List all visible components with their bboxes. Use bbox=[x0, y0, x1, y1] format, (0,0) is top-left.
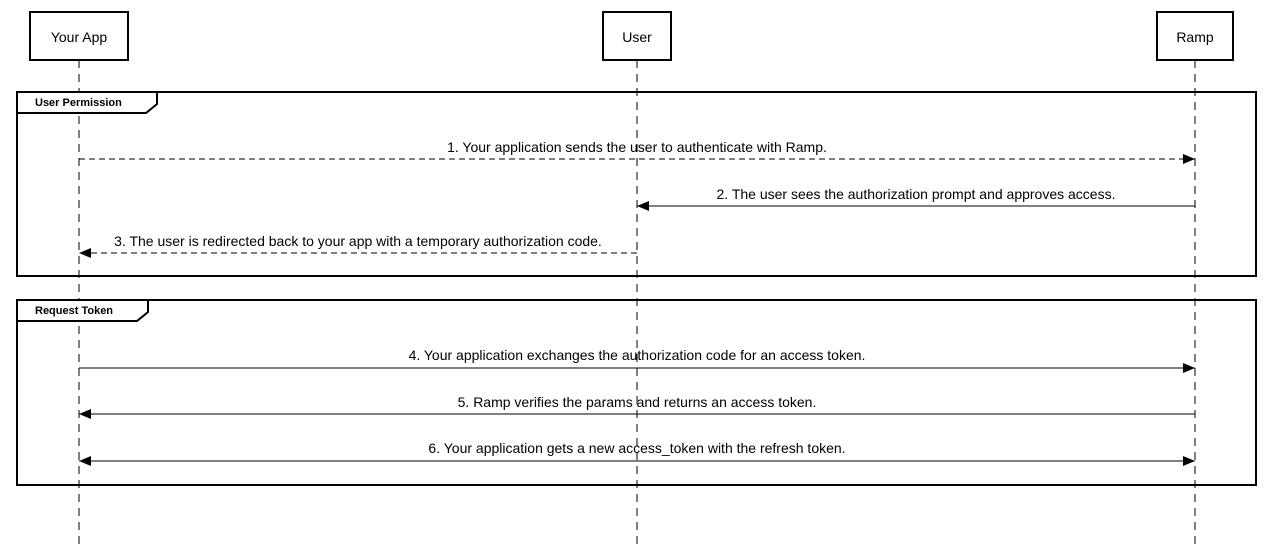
message-label: 4. Your application exchanges the author… bbox=[409, 347, 866, 363]
participant-user: User bbox=[602, 11, 672, 61]
frame-label: Request Token bbox=[35, 305, 113, 317]
message-label: 6. Your application gets a new access_to… bbox=[428, 440, 845, 456]
frame-user-permission: User Permission bbox=[16, 91, 1257, 277]
participant-label: User bbox=[622, 29, 652, 45]
message-2: 2. The user sees the authorization promp… bbox=[637, 186, 1195, 211]
participant-label: Ramp bbox=[1176, 29, 1214, 45]
participant-label: Your App bbox=[51, 29, 108, 45]
message-6: 6. Your application gets a new access_to… bbox=[79, 440, 1195, 466]
participant-your-app: Your App bbox=[29, 11, 129, 61]
message-label: 1. Your application sends the user to au… bbox=[447, 139, 827, 155]
frame-label: User Permission bbox=[35, 97, 122, 109]
message-3: 3. The user is redirected back to your a… bbox=[79, 233, 637, 258]
participant-ramp: Ramp bbox=[1156, 11, 1234, 61]
message-5: 5. Ramp verifies the params and returns … bbox=[79, 394, 1195, 419]
message-4: 4. Your application exchanges the author… bbox=[79, 347, 1195, 373]
message-1: 1. Your application sends the user to au… bbox=[79, 139, 1195, 164]
message-label: 2. The user sees the authorization promp… bbox=[717, 186, 1116, 202]
message-label: 3. The user is redirected back to your a… bbox=[114, 233, 602, 249]
frame-request-token: Request Token bbox=[16, 299, 1257, 486]
message-label: 5. Ramp verifies the params and returns … bbox=[458, 394, 817, 410]
